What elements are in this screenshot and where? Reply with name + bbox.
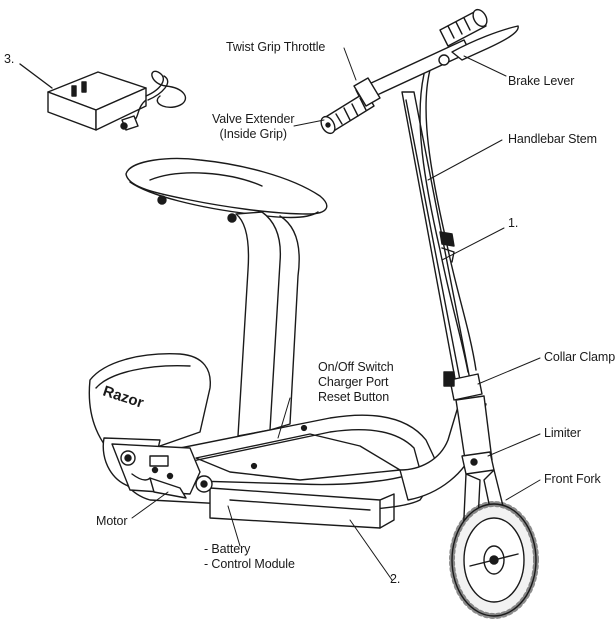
charger-port-line: Charger Port <box>318 375 389 389</box>
seat-post <box>235 211 300 437</box>
valve-extender-label: Valve Extender (Inside Grip) <box>212 112 295 142</box>
control-module-line: - Control Module <box>204 557 295 571</box>
on-off-switch-line: On/Off Switch <box>318 360 394 374</box>
valve-extender-line2: (Inside Grip) <box>219 127 287 141</box>
collar-clamp <box>443 371 483 401</box>
rear-fender: Razor <box>88 353 211 461</box>
battery-box <box>209 487 395 529</box>
rear-wheel-motor <box>102 437 213 499</box>
charger-adapter <box>47 70 187 131</box>
reset-button-line: Reset Button <box>318 390 390 404</box>
handlebar-stem-label: Handlebar Stem <box>508 132 597 146</box>
battery-control-label: - Battery - Control Module <box>204 542 295 572</box>
handlebar <box>320 8 519 135</box>
valve-extender-line1: Valve Extender <box>212 112 295 126</box>
handlebar-stem <box>401 69 477 385</box>
front-wheel <box>449 501 539 619</box>
brake-lever-label: Brake Lever <box>508 74 575 88</box>
seat <box>125 157 328 223</box>
leader-lines <box>131 47 541 581</box>
limiter-label: Limiter <box>544 426 581 440</box>
adapter-number-label: 3. <box>4 52 15 66</box>
battery-line: - Battery <box>204 542 251 556</box>
motor-label: Motor <box>96 514 128 528</box>
front-fork-label: Front Fork <box>544 472 601 486</box>
stem-number-label: 1. <box>508 216 519 230</box>
switch-port-label: On/Off Switch Charger Port Reset Button <box>318 360 394 405</box>
deck-number-label: 2. <box>390 572 401 586</box>
adapter-leader <box>19 63 53 89</box>
collar-clamp-label: Collar Clamp <box>544 350 616 364</box>
head-tube <box>455 395 495 475</box>
twist-grip-throttle-label: Twist Grip Throttle <box>226 40 326 54</box>
